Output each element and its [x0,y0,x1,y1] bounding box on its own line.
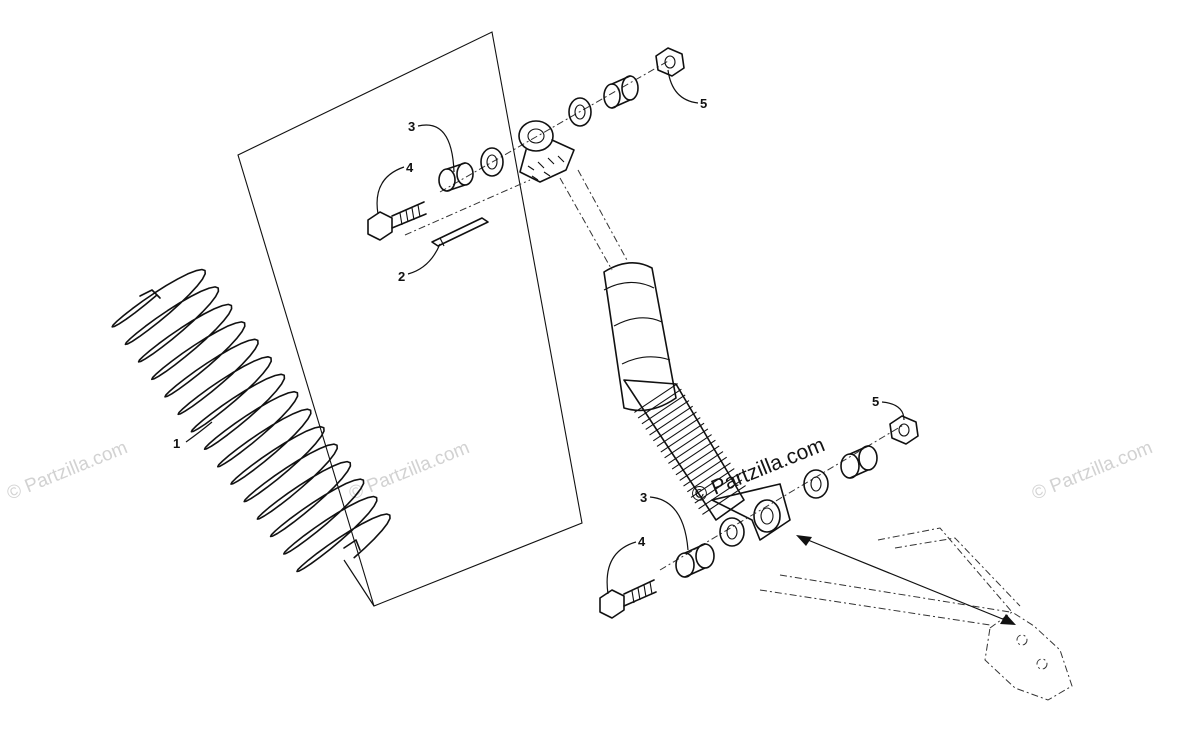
leader-part-5-bottom [881,401,905,421]
spring-coils [111,268,391,573]
spring-enclosure-outline [237,31,583,607]
watermark-right: © Partzilla.com [1029,437,1156,504]
lower-bushing-left [719,517,745,547]
coil-spring [111,268,391,573]
shock-upper-mount-texture [527,155,565,181]
lower-bolt-threads [631,581,653,604]
upper-bushing-right [568,97,592,127]
callout-part-4-top: 4 [406,160,414,175]
lower-spacer-face [695,543,715,569]
upper-nut [655,47,685,77]
a-arm-upper-strut [877,527,1013,613]
upper-bolt-head [367,211,393,241]
upper-nut-body [655,47,685,77]
callout-part-3-top: 3 [408,119,415,134]
lower-bushing-right-outer [803,469,829,499]
shock-rod [559,169,629,271]
spring-bottom-end [343,539,361,551]
installation-arrow-head-bottom [1000,614,1016,625]
upper-bushing-right-inner [574,104,586,120]
lower-spacer [675,543,715,578]
a-arm-tab-hole-upper [1016,634,1028,646]
watermark-center: © Partzilla.com [346,437,473,504]
callout-part-5-bottom: 5 [872,394,879,409]
upper-spacer-face [456,162,474,186]
a-arm-lower-edge-inner [779,574,1011,613]
upper-pin-groove [439,237,445,247]
shock-lower-mount [711,483,791,541]
upper-nut-hole [664,55,676,69]
lower-sleeve [840,445,878,479]
lower-bushing-left-inner [726,524,738,540]
lower-bushing-left-outer [719,517,745,547]
shock-body-rings [603,281,671,365]
lower-nut-hole [898,423,910,437]
shock-upper-eye [518,120,554,152]
leader-part-4-bottom [606,541,637,595]
upper-bolt [367,201,427,241]
lower-nut [889,415,919,445]
leader-spring-box [343,559,375,607]
leader-part-1 [185,421,213,443]
spring-top-end [139,289,161,299]
shock-lower-eye [753,499,781,533]
upper-spacer-end [438,168,456,192]
upper-bushing-left [480,147,504,177]
shock-upper-mount [519,139,575,183]
a-arm-tab-hole-lower [1036,658,1048,670]
shock-coil-windings [634,383,746,515]
upper-sleeve-face [621,75,639,101]
upper-pin [431,217,489,247]
leader-part-5-top [667,69,699,104]
upper-bolt-shank [391,201,427,229]
a-arm-reference [759,527,1073,701]
lower-bolt [599,579,657,619]
callout-part-3-bottom: 3 [640,490,647,505]
upper-pin-body [431,217,489,247]
upper-bolt-axis-left [404,179,531,236]
shock-lower-body [623,379,745,521]
lower-bushing-right-inner [810,476,822,492]
leader-part-3-top [417,124,455,173]
leader-part-2 [407,243,441,275]
upper-sleeve-end [603,83,621,109]
lower-sleeve-face [858,445,878,471]
shock-absorber [518,120,791,541]
upper-sleeve [603,75,639,109]
a-arm-upper-strut-inner [894,537,1021,607]
upper-bushing-right-outer [568,97,592,127]
lower-nut-body [889,415,919,445]
lower-bolt-shank [623,579,657,607]
installation-arrow [796,535,1016,625]
leader-part-4-top [376,166,405,215]
upper-bolt-axis-right [439,59,671,193]
lower-bolt-head [599,589,625,619]
a-arm-shock-tab [984,611,1073,701]
installation-arrow-line [802,537,1011,623]
upper-spacer [438,162,474,192]
upper-bushing-left-inner [486,154,498,170]
installation-arrow-head-top [796,535,812,546]
leader-part-3-bottom [649,496,689,551]
callout-part-1: 1 [173,436,180,451]
callout-part-5-top: 5 [700,96,707,111]
watermark-left: © Partzilla.com [4,437,131,504]
shock-upper-eye-hole [527,128,545,144]
shock-reservoir-body [603,262,677,412]
upper-bolt-threads [399,204,421,226]
a-arm-lower-edge [759,589,991,626]
callout-part-4-bottom: 4 [638,534,646,549]
callout-part-2: 2 [398,269,405,284]
shock-lower-eye-hole [760,507,774,525]
lower-bushing-right [803,469,829,499]
upper-bushing-left-outer [480,147,504,177]
